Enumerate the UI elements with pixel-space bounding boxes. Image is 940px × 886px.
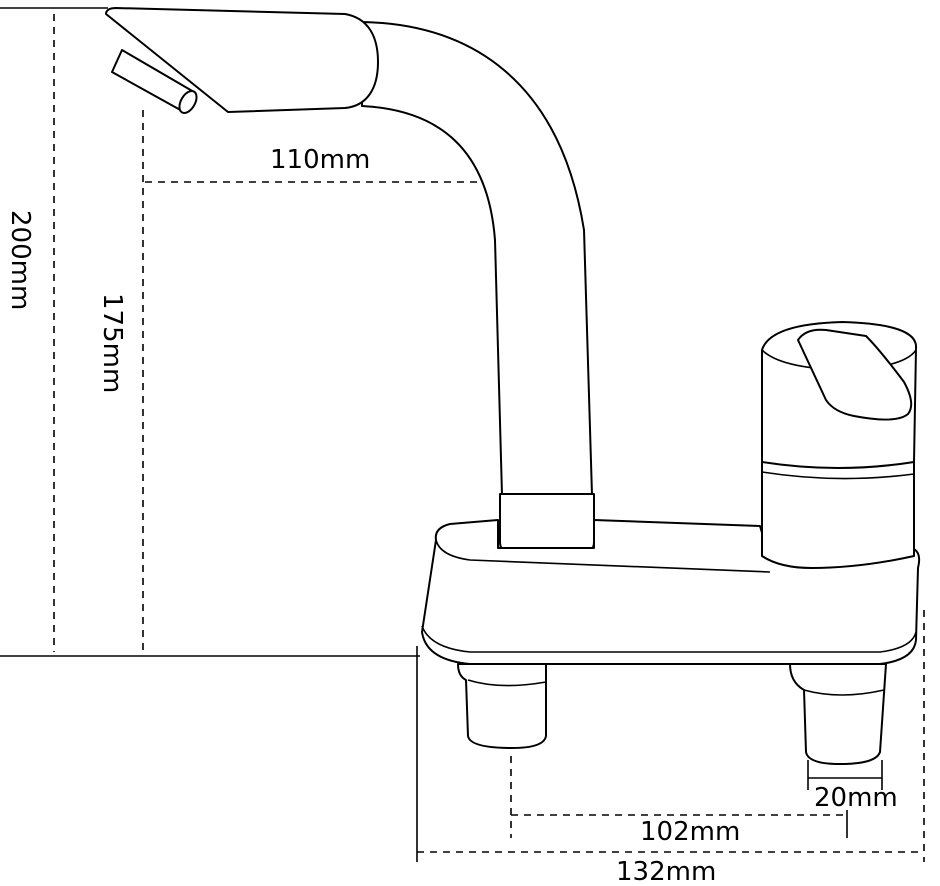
shank-spacing-label: 102mm: [640, 817, 740, 847]
left-shank: [457, 663, 547, 749]
spout-reach-label: 110mm: [270, 145, 370, 175]
left-shank-nut: [467, 679, 547, 687]
base-bottom-edge: [421, 625, 917, 653]
handle-lever: [797, 328, 913, 421]
base-width-label: 132mm: [616, 857, 716, 886]
faucet-base-body: [421, 519, 921, 665]
spout-collar: [499, 493, 595, 553]
handle-cylinder-ring: [761, 471, 915, 480]
spout-tube: [361, 21, 593, 496]
aerator-tip: [178, 90, 198, 114]
total-height-label: 200mm: [5, 210, 35, 310]
spout-height-label: 175mm: [97, 293, 127, 393]
base-top-edge: [435, 539, 771, 573]
right-shank-nut: [803, 689, 885, 696]
handle-cylinder: [761, 457, 915, 569]
right-shank: [789, 663, 887, 765]
shank-diameter-label: 20mm: [814, 783, 898, 813]
spout-head: [105, 7, 379, 113]
